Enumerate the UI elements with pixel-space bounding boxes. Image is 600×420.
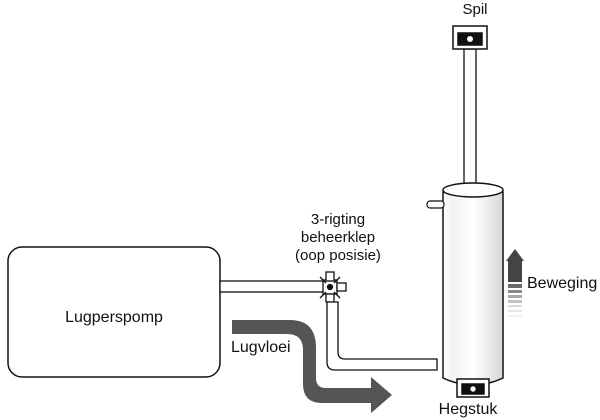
valve-label: 3-rigting beheerklep (oop posisie): [282, 211, 394, 265]
mounting-bracket: [456, 378, 490, 398]
air-flow-label: Lugvloei: [231, 339, 291, 356]
valve-label-line-2: beheerklep: [300, 229, 376, 246]
pneumatic-cylinder: [442, 182, 504, 386]
cylinder-feed-pipe: [326, 301, 438, 371]
air-pump-label: Lugperspomp: [65, 309, 163, 326]
mount-label: Hegstuk: [438, 401, 498, 418]
movement-label: Beweging: [527, 275, 598, 292]
valve-label-line-3: (oop posisie): [295, 247, 381, 264]
rod-end-bracket: [452, 25, 488, 50]
rod-label: Spil: [462, 1, 488, 18]
top-port: [426, 200, 445, 209]
air-flow-arrow: [232, 320, 392, 413]
air-pump-box: [7, 246, 221, 378]
supply-pipe: [219, 280, 325, 293]
three-way-valve: [319, 271, 347, 303]
movement-arrow: [506, 249, 524, 317]
piston-rod: [463, 48, 477, 188]
valve-label-line-1: 3-rigting: [310, 211, 366, 228]
